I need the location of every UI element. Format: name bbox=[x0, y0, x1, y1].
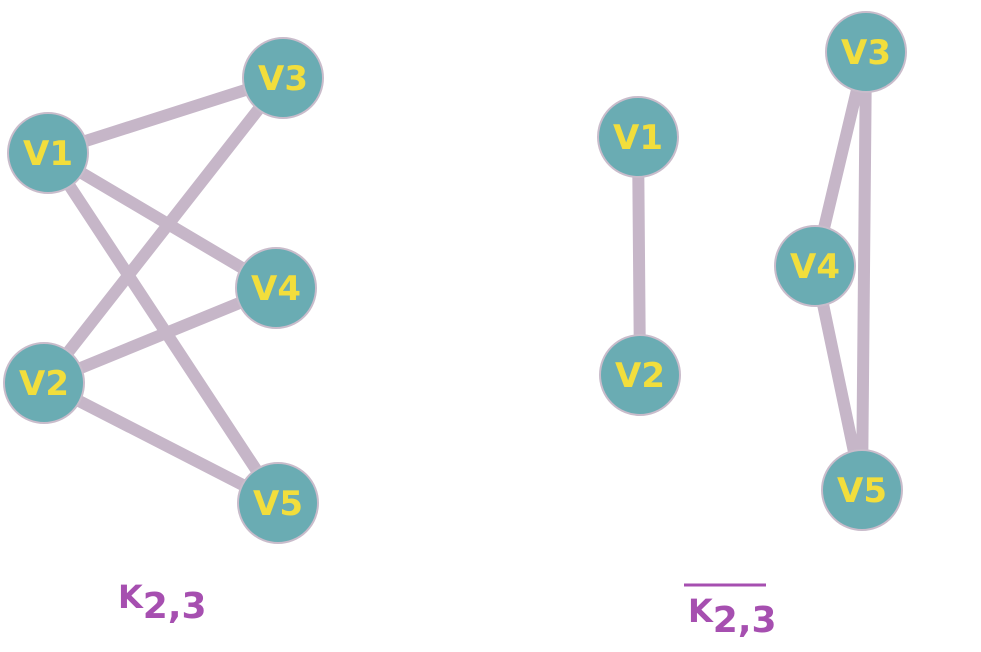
node-v2-circle bbox=[3, 342, 85, 424]
node-v2: V2 bbox=[599, 334, 681, 416]
edge-v1-v4 bbox=[42, 147, 282, 294]
node-v3: V3 bbox=[825, 11, 907, 93]
node-v4-label: V4 bbox=[790, 247, 840, 287]
node-v5-circle bbox=[821, 449, 903, 531]
node-v5-circle bbox=[237, 462, 319, 544]
node-v1: V1 bbox=[7, 112, 89, 194]
node-v2-circle bbox=[599, 334, 681, 416]
k23-complement-caption: K2,3 bbox=[688, 592, 777, 641]
node-v3-label: V3 bbox=[258, 59, 308, 99]
node-v3-label: V3 bbox=[841, 33, 891, 73]
node-v4-circle bbox=[774, 225, 856, 307]
k23-complement-caption-subscript: 2,3 bbox=[713, 600, 777, 641]
node-v5: V5 bbox=[821, 449, 903, 531]
node-v4-circle bbox=[235, 247, 317, 329]
node-v1-label: V1 bbox=[23, 134, 73, 174]
node-v2-label: V2 bbox=[615, 356, 665, 396]
node-v4-label: V4 bbox=[251, 269, 301, 309]
node-v1-circle bbox=[597, 96, 679, 178]
node-v4: V4 bbox=[774, 225, 856, 307]
node-v4: V4 bbox=[235, 247, 317, 329]
node-v3: V3 bbox=[242, 37, 324, 119]
edge-v2-v4 bbox=[38, 282, 282, 389]
node-v1-label: V1 bbox=[613, 118, 663, 158]
node-v3-circle bbox=[242, 37, 324, 119]
edge-v2-v5 bbox=[38, 377, 284, 509]
k23-caption-base: K bbox=[118, 578, 144, 616]
node-v1: V1 bbox=[597, 96, 679, 178]
k23-caption-subscript: 2,3 bbox=[143, 586, 207, 627]
node-v2-label: V2 bbox=[19, 364, 69, 404]
node-v2: V2 bbox=[3, 342, 85, 424]
k23-complement-caption-base: K bbox=[688, 592, 714, 630]
node-v3-circle bbox=[825, 11, 907, 93]
edge-v2-v3 bbox=[38, 72, 289, 389]
node-v1-circle bbox=[7, 112, 89, 194]
node-v5-label: V5 bbox=[253, 484, 303, 524]
node-v5-label: V5 bbox=[837, 471, 887, 511]
node-v5: V5 bbox=[237, 462, 319, 544]
edge-v3-v5 bbox=[856, 46, 872, 496]
edge-v1-v3 bbox=[42, 72, 289, 159]
k23-caption: K2,3 bbox=[118, 578, 207, 627]
k23-edges bbox=[38, 72, 289, 509]
